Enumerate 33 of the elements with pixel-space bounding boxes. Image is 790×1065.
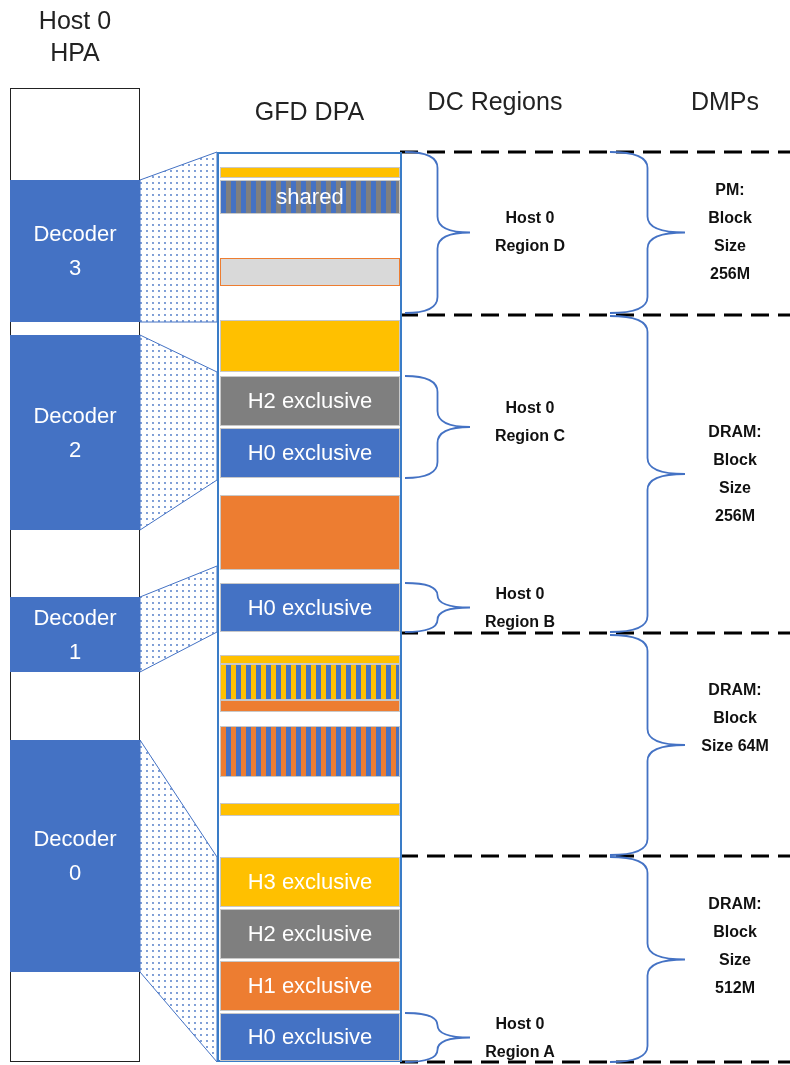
region-label: Host 0 Region A: [484, 1014, 556, 1062]
region-label: Host 0 Region D: [493, 208, 567, 256]
memory-region-bar: [220, 655, 400, 664]
memory-region-bar: [220, 803, 400, 816]
region-label: Host 0 Region C: [493, 398, 567, 446]
column-header: GFD DPA: [253, 96, 366, 127]
memory-region-block: H3 exclusive: [220, 857, 400, 907]
memory-region-bar: [220, 664, 400, 700]
column-header: DC Regions: [426, 86, 564, 117]
region-label: Host 0 Region B: [483, 584, 557, 632]
column-header: DMPs: [689, 86, 761, 117]
memory-region-block: H0 exclusive: [220, 1013, 400, 1061]
memory-region-block: H0 exclusive: [220, 428, 400, 478]
decoder-block: Decoder 0: [10, 740, 140, 972]
memory-region-bar: [220, 258, 400, 286]
column-header: Host 0 HPA: [37, 5, 113, 68]
decoder-block: Decoder 3: [10, 180, 140, 322]
memory-region-bar: [220, 495, 400, 570]
decoder-block: Decoder 1: [10, 597, 140, 672]
region-label: DRAM: Block Size 256M: [707, 422, 763, 526]
memory-region-bar: [220, 700, 400, 712]
memory-region-bar: [220, 167, 400, 178]
memory-region-block: H1 exclusive: [220, 961, 400, 1011]
region-label: PM: Block Size 256M: [707, 180, 753, 284]
memory-region-bar: [220, 726, 400, 777]
memory-region-bar: [220, 320, 400, 372]
memory-region-block: H0 exclusive: [220, 583, 400, 632]
decoder-block: Decoder 2: [10, 335, 140, 530]
memory-region-block: H2 exclusive: [220, 376, 400, 426]
region-label: DRAM: Block Size 512M: [707, 894, 763, 998]
memory-region-block: H2 exclusive: [220, 909, 400, 959]
memory-region-block: shared: [220, 180, 400, 214]
region-label: DRAM: Block Size 64M: [700, 680, 770, 756]
